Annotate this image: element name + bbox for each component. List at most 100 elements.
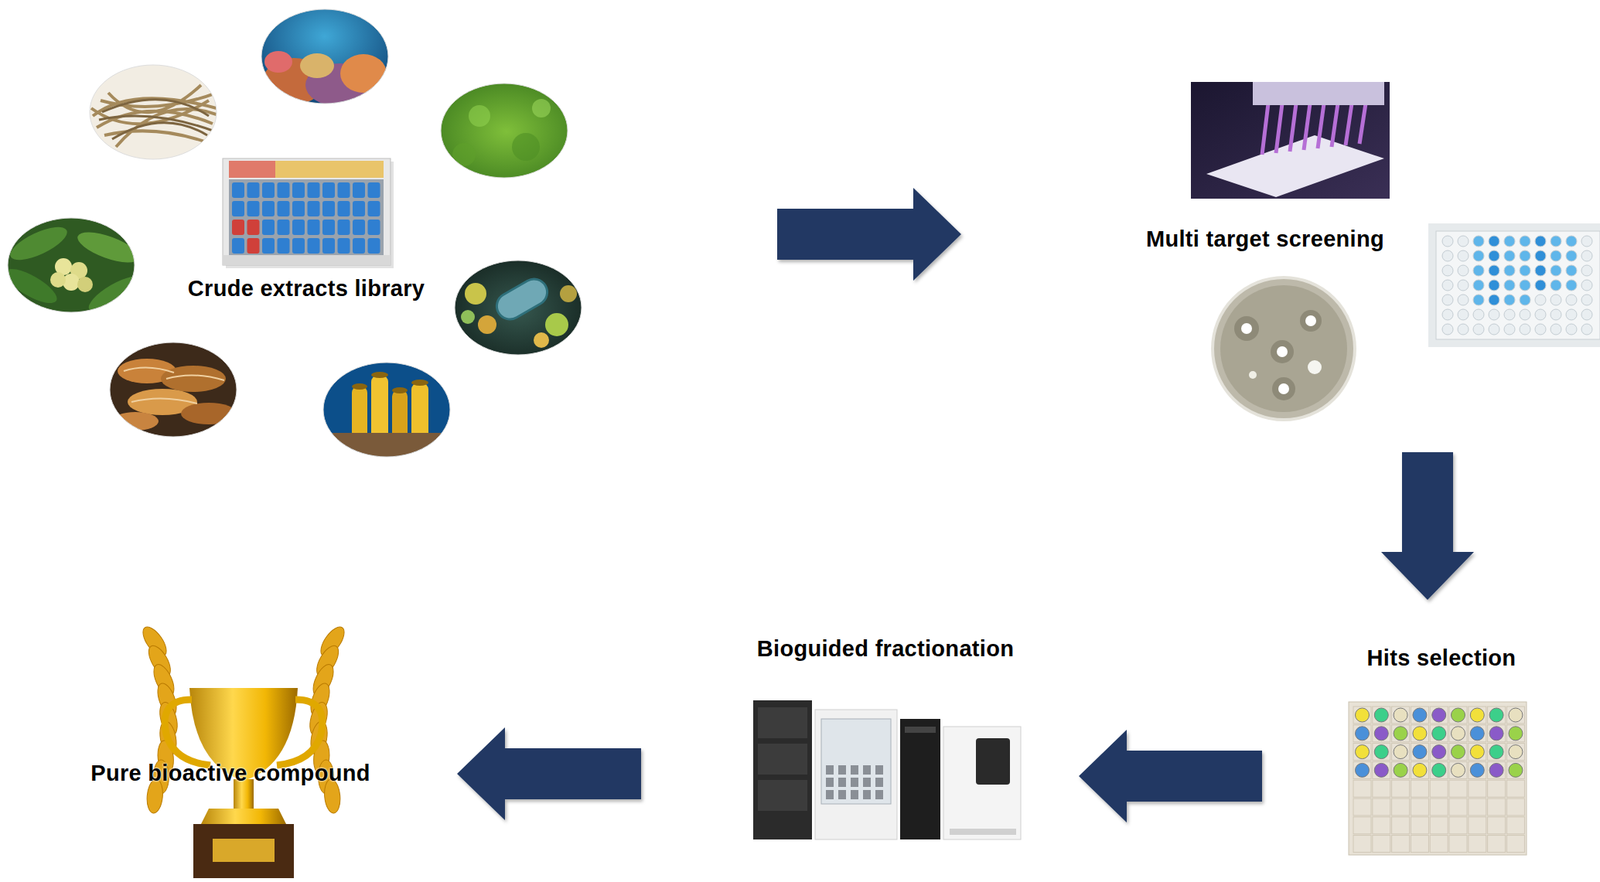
well [1550,279,1562,291]
vial [292,201,305,217]
grid-cell [1468,706,1487,724]
well-plate-photo [1428,223,1600,348]
vial [262,201,275,217]
well [1504,265,1515,277]
grid-cell [1410,835,1429,853]
vial-cap [1489,745,1504,760]
oval-outlines [7,9,582,458]
well [1581,235,1593,247]
moss-photo [436,81,577,182]
vial-cap [1470,726,1485,741]
grid-cell [1429,706,1448,724]
vial-cap [1412,763,1427,778]
well [1535,250,1546,262]
grid-cell [1410,817,1429,835]
grid-cell [1506,780,1525,798]
well [1519,279,1531,291]
vial [231,201,245,217]
coral-reef-photo-part [264,51,293,73]
pipette-tip [1275,103,1283,154]
oval-outlines-part [261,9,389,104]
oval-outlines-part [89,64,217,160]
pipette-tip [1317,103,1324,149]
well [1519,235,1531,247]
well [1488,265,1500,277]
grid-cell [1487,743,1506,761]
fractionation-step: Bioguided fractionation [641,618,1079,851]
well [1535,324,1546,335]
coral-reef-photo-part [340,54,387,93]
vial [247,201,260,217]
well [1565,235,1577,247]
grid-cell [1372,780,1391,798]
library-step: Crude extracts library [216,154,778,318]
well [1442,250,1454,262]
pipetting-photo-part [1262,103,1366,155]
vial [231,219,245,236]
grid-cell [1449,798,1467,816]
grid-cell [1449,817,1467,835]
well [1550,309,1562,321]
vial-cap [1470,763,1485,778]
grid-cell [1353,798,1372,816]
well [1473,235,1485,247]
grid-cell [1429,835,1448,853]
well [1504,250,1515,262]
vial-cap [1508,745,1523,760]
well [1488,294,1500,306]
plant-photo-part [84,269,148,319]
well [1581,324,1593,335]
plant-photo-part [50,272,66,288]
well [1519,309,1531,321]
freezer-drawer-photo-part [225,161,394,269]
hplc-instrument-part [757,707,808,739]
step-label: Multi target screening [1146,225,1385,253]
freezer-drawer-photo-part [228,160,384,178]
well [1535,235,1546,247]
microbes-image-part [491,274,553,325]
well [1519,265,1531,277]
vial-cap [1451,745,1466,760]
pipette-tip [1289,103,1297,152]
grid-cell [1468,817,1487,835]
vial [247,182,260,198]
well [1473,294,1485,306]
trophy-image-part [276,699,323,766]
well [1442,265,1454,277]
oval-outlines-part [440,83,568,178]
vial [292,238,305,254]
vial [322,219,335,236]
hplc-instrument-part [949,828,1017,836]
vial [322,238,335,254]
hplc-instrument-part [815,709,898,840]
vial [352,201,366,217]
well [1488,309,1500,321]
vial [307,201,321,217]
flow-arrow [1381,452,1474,601]
screening-step: Multi target screening [961,77,1600,453]
grid-cell [1372,761,1391,779]
plant-photo-part [3,216,144,318]
vial [337,182,351,198]
hplc-instrument-part [975,738,1010,785]
sample-vial [863,765,871,775]
well [1550,294,1562,306]
well [1550,250,1562,262]
sponges-photo-part [392,387,408,394]
petri-dish-photo-part [1307,360,1322,375]
sample-vial [838,765,847,775]
well [1504,235,1515,247]
hplc-instrument-part [757,743,808,775]
microbes-image [452,259,584,360]
grid-cell [1372,725,1391,743]
grid-cell [1506,798,1525,816]
grid-cell [1372,743,1391,761]
vial-cap [1393,745,1408,760]
sponges-photo-part [411,379,429,386]
well [1565,265,1577,277]
sponges-photo-part [371,371,389,379]
vial-cap [1489,726,1504,741]
grid-cell [1410,706,1429,724]
hplc-instrument-part [821,719,891,805]
